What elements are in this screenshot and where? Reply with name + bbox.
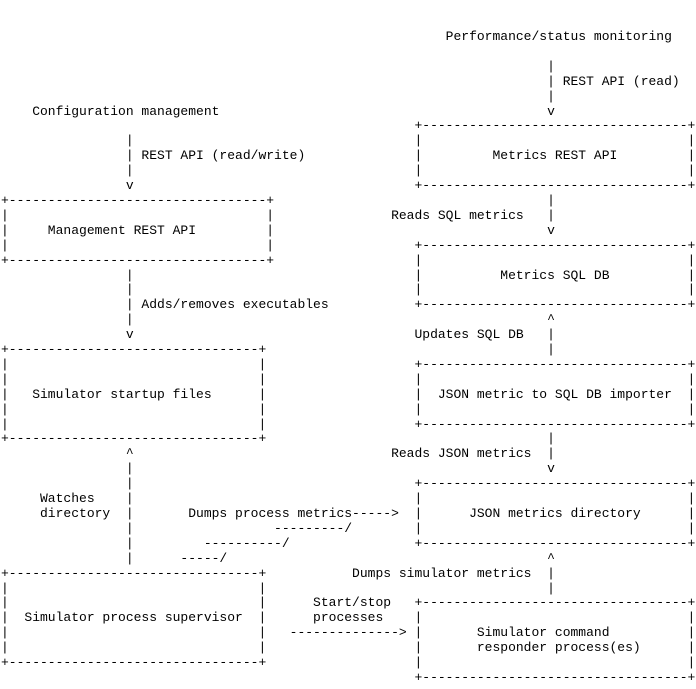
ascii-diagram-page: Performance/status monitoring |	[1, 29, 696, 685]
ascii-architecture-diagram: Performance/status monitoring |	[1, 29, 696, 685]
